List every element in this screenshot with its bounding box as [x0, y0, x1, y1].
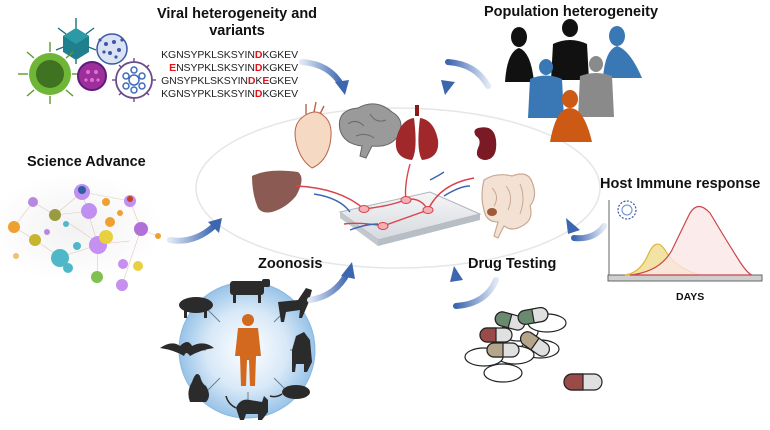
mutation-residue: E: [262, 75, 270, 87]
person-silhouette-icon: [505, 27, 534, 82]
cow-icon: [230, 279, 270, 303]
human-figure-icon: [235, 314, 261, 386]
brain-icon: [338, 103, 402, 159]
person-silhouette-icon: [550, 90, 592, 142]
mutation-residue: D: [254, 62, 263, 74]
sequence-residues: KGKEV: [262, 62, 298, 74]
intestine-icon: [481, 173, 536, 239]
sequence-residues: KGNSYPKLSKSYIN: [161, 88, 255, 100]
late-response-curve: [629, 205, 753, 276]
arrow-drug-to-center: [450, 266, 499, 309]
population-silhouettes: [505, 19, 642, 142]
cat-icon: [225, 395, 268, 420]
arrow-host-to-center: [566, 218, 607, 242]
sequence-residues: GNSYPKLSKSYIN: [161, 75, 248, 87]
mutation-residue: D: [247, 75, 256, 87]
central-ellipse: [195, 107, 601, 269]
label-science-advance: Science Advance: [27, 154, 146, 170]
sequence-residues: KGNSYPKLSKSYIN: [161, 49, 255, 61]
rabbit-icon: [188, 374, 209, 402]
label-drug-testing: Drug Testing: [468, 256, 557, 272]
label-zoonosis: Zoonosis: [258, 256, 323, 272]
kidney-icon: [474, 127, 497, 160]
label-viral-line1: Viral heterogeneity and: [156, 6, 318, 22]
sequence-residues: GKEV: [269, 75, 298, 87]
organ-chip-device: [295, 163, 482, 246]
blue-virus-icon: [96, 33, 128, 65]
person-silhouette-icon: [578, 56, 614, 117]
label-viral-heterogeneity: Viral heterogeneity and variants: [152, 6, 322, 40]
sequence-residues: KGKEV: [262, 88, 298, 100]
horse-icon: [278, 288, 312, 322]
virus-marker-icon: [617, 200, 637, 220]
rat-icon: [269, 385, 310, 399]
lungs-icon: [395, 105, 439, 160]
heart-icon: [294, 101, 332, 169]
host-chart-xlabel: DAYS: [676, 291, 705, 303]
arrow-science-to-center: [167, 218, 222, 244]
pills-icon: [464, 307, 603, 391]
label-host-immune-response: Host Immune response: [600, 176, 761, 192]
purple-virus-icon: [77, 61, 107, 91]
network-graph-icon: [0, 173, 163, 291]
person-silhouette-icon: [603, 26, 642, 78]
pig-icon: [179, 297, 213, 318]
teal-virus-icon: [55, 18, 97, 64]
label-viral-line2: variants: [209, 23, 265, 39]
sequence-row: KGNSYPKLSKSYINDKGKEV: [150, 88, 298, 101]
sequence-residues: K: [255, 75, 263, 87]
person-silhouette-icon: [551, 19, 589, 80]
liver-icon: [252, 170, 302, 213]
arrow-viral-to-center: [299, 59, 349, 95]
green-virus-icon: [18, 42, 80, 104]
zoonosis-circle: [160, 279, 316, 420]
sequence-row: ENSYPKLSKSYINDKGKEV: [150, 62, 298, 75]
mutation-residue: D: [254, 49, 263, 61]
person-silhouette-icon: [528, 59, 564, 118]
host-immune-chart: [607, 200, 763, 282]
sequence-residues: NSYPKLSKSYIN: [176, 62, 255, 74]
coronavirus-icon: [112, 58, 156, 102]
mutation-residue: E: [169, 62, 177, 74]
sequence-row: KGNSYPKLSKSYINDKGKEV: [150, 49, 298, 62]
mutation-residue: D: [254, 88, 263, 100]
arrow-population-to-center: [441, 59, 491, 95]
sequence-residues: KGKEV: [262, 49, 298, 61]
x-axis-bar: [607, 274, 763, 282]
bat-icon: [160, 342, 214, 356]
label-population-heterogeneity: Population heterogeneity: [484, 4, 659, 20]
virus-cluster-icon: [18, 18, 156, 104]
sequence-row: GNSYPKLSKSYINDKEGKEV: [150, 75, 298, 88]
dog-icon: [292, 332, 312, 372]
arrow-zoonosis-to-center: [307, 262, 355, 303]
